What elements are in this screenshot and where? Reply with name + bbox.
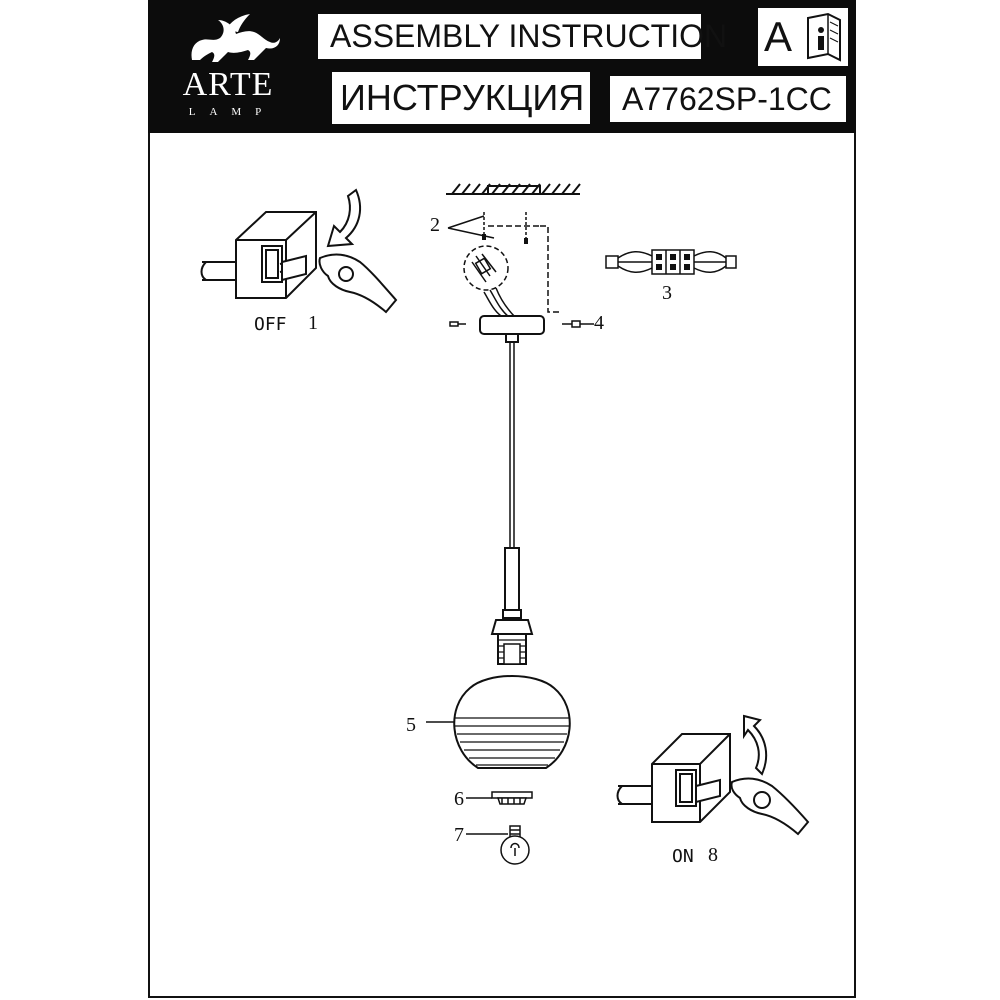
light-bulb-icon	[500, 825, 530, 865]
read-instructions-icon: A	[758, 8, 848, 66]
connector-screws	[656, 254, 690, 270]
header-bar: ARTE LAMP ASSEMBLY INSTRUCTION ИНСТРУКЦИ…	[148, 0, 856, 133]
step-3-number: 3	[662, 282, 672, 304]
terminal-connector	[605, 249, 737, 275]
step-6-number: 6	[454, 788, 464, 810]
ceiling-screws	[483, 212, 527, 240]
screw-icons	[482, 234, 528, 244]
instruction-sheet: ARTE LAMP ASSEMBLY INSTRUCTION ИНСТРУКЦИ…	[148, 0, 856, 1000]
hand-icon-off	[318, 253, 398, 314]
wall-switch-on	[616, 733, 731, 823]
lock-ring	[491, 791, 533, 805]
shade-stripes	[454, 717, 570, 766]
canopy	[479, 315, 545, 343]
step-8-state: ON	[672, 846, 694, 867]
step-1-state: OFF	[254, 314, 287, 335]
press-arrow-icon-off	[326, 188, 362, 248]
step-5-number: 5	[406, 714, 416, 736]
leader-2	[447, 215, 495, 239]
griffin-icon	[191, 14, 280, 62]
step-8-number: 8	[708, 844, 718, 866]
press-arrow-icon-on	[743, 714, 768, 776]
bracket-guide	[540, 225, 560, 313]
brand-logo: ARTE LAMP	[164, 12, 292, 122]
brand-name: ARTE	[182, 66, 274, 103]
step-4-number: 4	[594, 312, 604, 334]
step-1-number: 1	[308, 312, 318, 334]
hand-icon-on	[730, 777, 810, 836]
title-english: ASSEMBLY INSTRUCTION	[318, 14, 727, 59]
step-2-number: 2	[430, 214, 440, 236]
step-7-number: 7	[454, 824, 464, 846]
wire-connection-detail	[463, 245, 517, 319]
wall-switch-off	[200, 211, 317, 299]
content-frame	[148, 133, 856, 998]
model-number: A7762SP-1CC	[610, 76, 846, 122]
glass-shade	[453, 675, 571, 769]
side-screw-right	[562, 320, 581, 328]
title-russian: ИНСТРУКЦИЯ	[332, 72, 590, 124]
suspension-cable	[509, 342, 515, 548]
book-icon	[807, 12, 841, 62]
brand-sub: LAMP	[188, 106, 276, 118]
side-screw-left	[449, 321, 466, 327]
ceiling-mount	[446, 183, 581, 195]
